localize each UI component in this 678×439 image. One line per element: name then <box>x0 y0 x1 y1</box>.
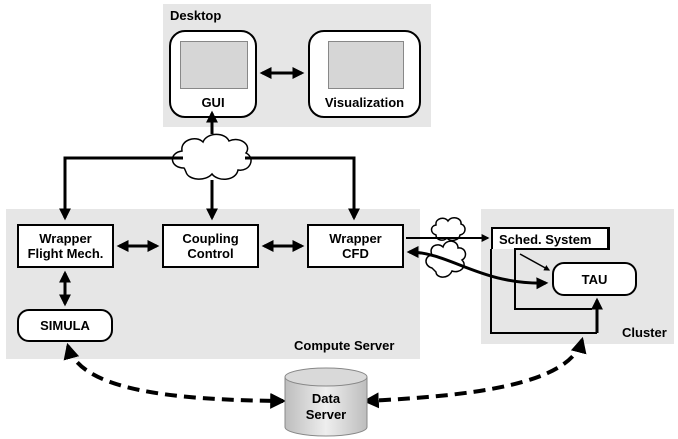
sched-system-node: Sched. System <box>491 227 609 249</box>
visualization-label: Visualization <box>324 95 405 110</box>
cloud-icon <box>171 133 252 180</box>
wrapper-flight-mech-node: Wrapper Flight Mech. <box>17 224 114 268</box>
gui-screenshot-thumbnail <box>180 41 248 89</box>
network-links <box>59 110 360 221</box>
tau-dataserver-link <box>362 336 587 409</box>
cluster-label: Cluster <box>622 325 667 340</box>
desktop-label: Desktop <box>170 8 222 23</box>
cloud-icon <box>425 216 467 278</box>
data-server-label: Data Server <box>305 391 347 422</box>
sched-tau-link <box>519 253 551 271</box>
wrapper-cfd-node: Wrapper CFD <box>307 224 404 268</box>
coupling-control-node: Coupling Control <box>162 224 259 268</box>
gui-label: GUI <box>201 95 225 110</box>
tau-node: TAU <box>552 262 637 296</box>
visualization-screenshot-thumbnail <box>328 41 404 89</box>
database-icon <box>284 367 368 437</box>
gui-node: GUI <box>169 30 257 118</box>
visualization-node: Visualization <box>308 30 421 118</box>
simula-node: SIMULA <box>17 309 113 342</box>
simula-dataserver-link <box>63 342 287 409</box>
cfd-tau-link <box>406 246 549 290</box>
